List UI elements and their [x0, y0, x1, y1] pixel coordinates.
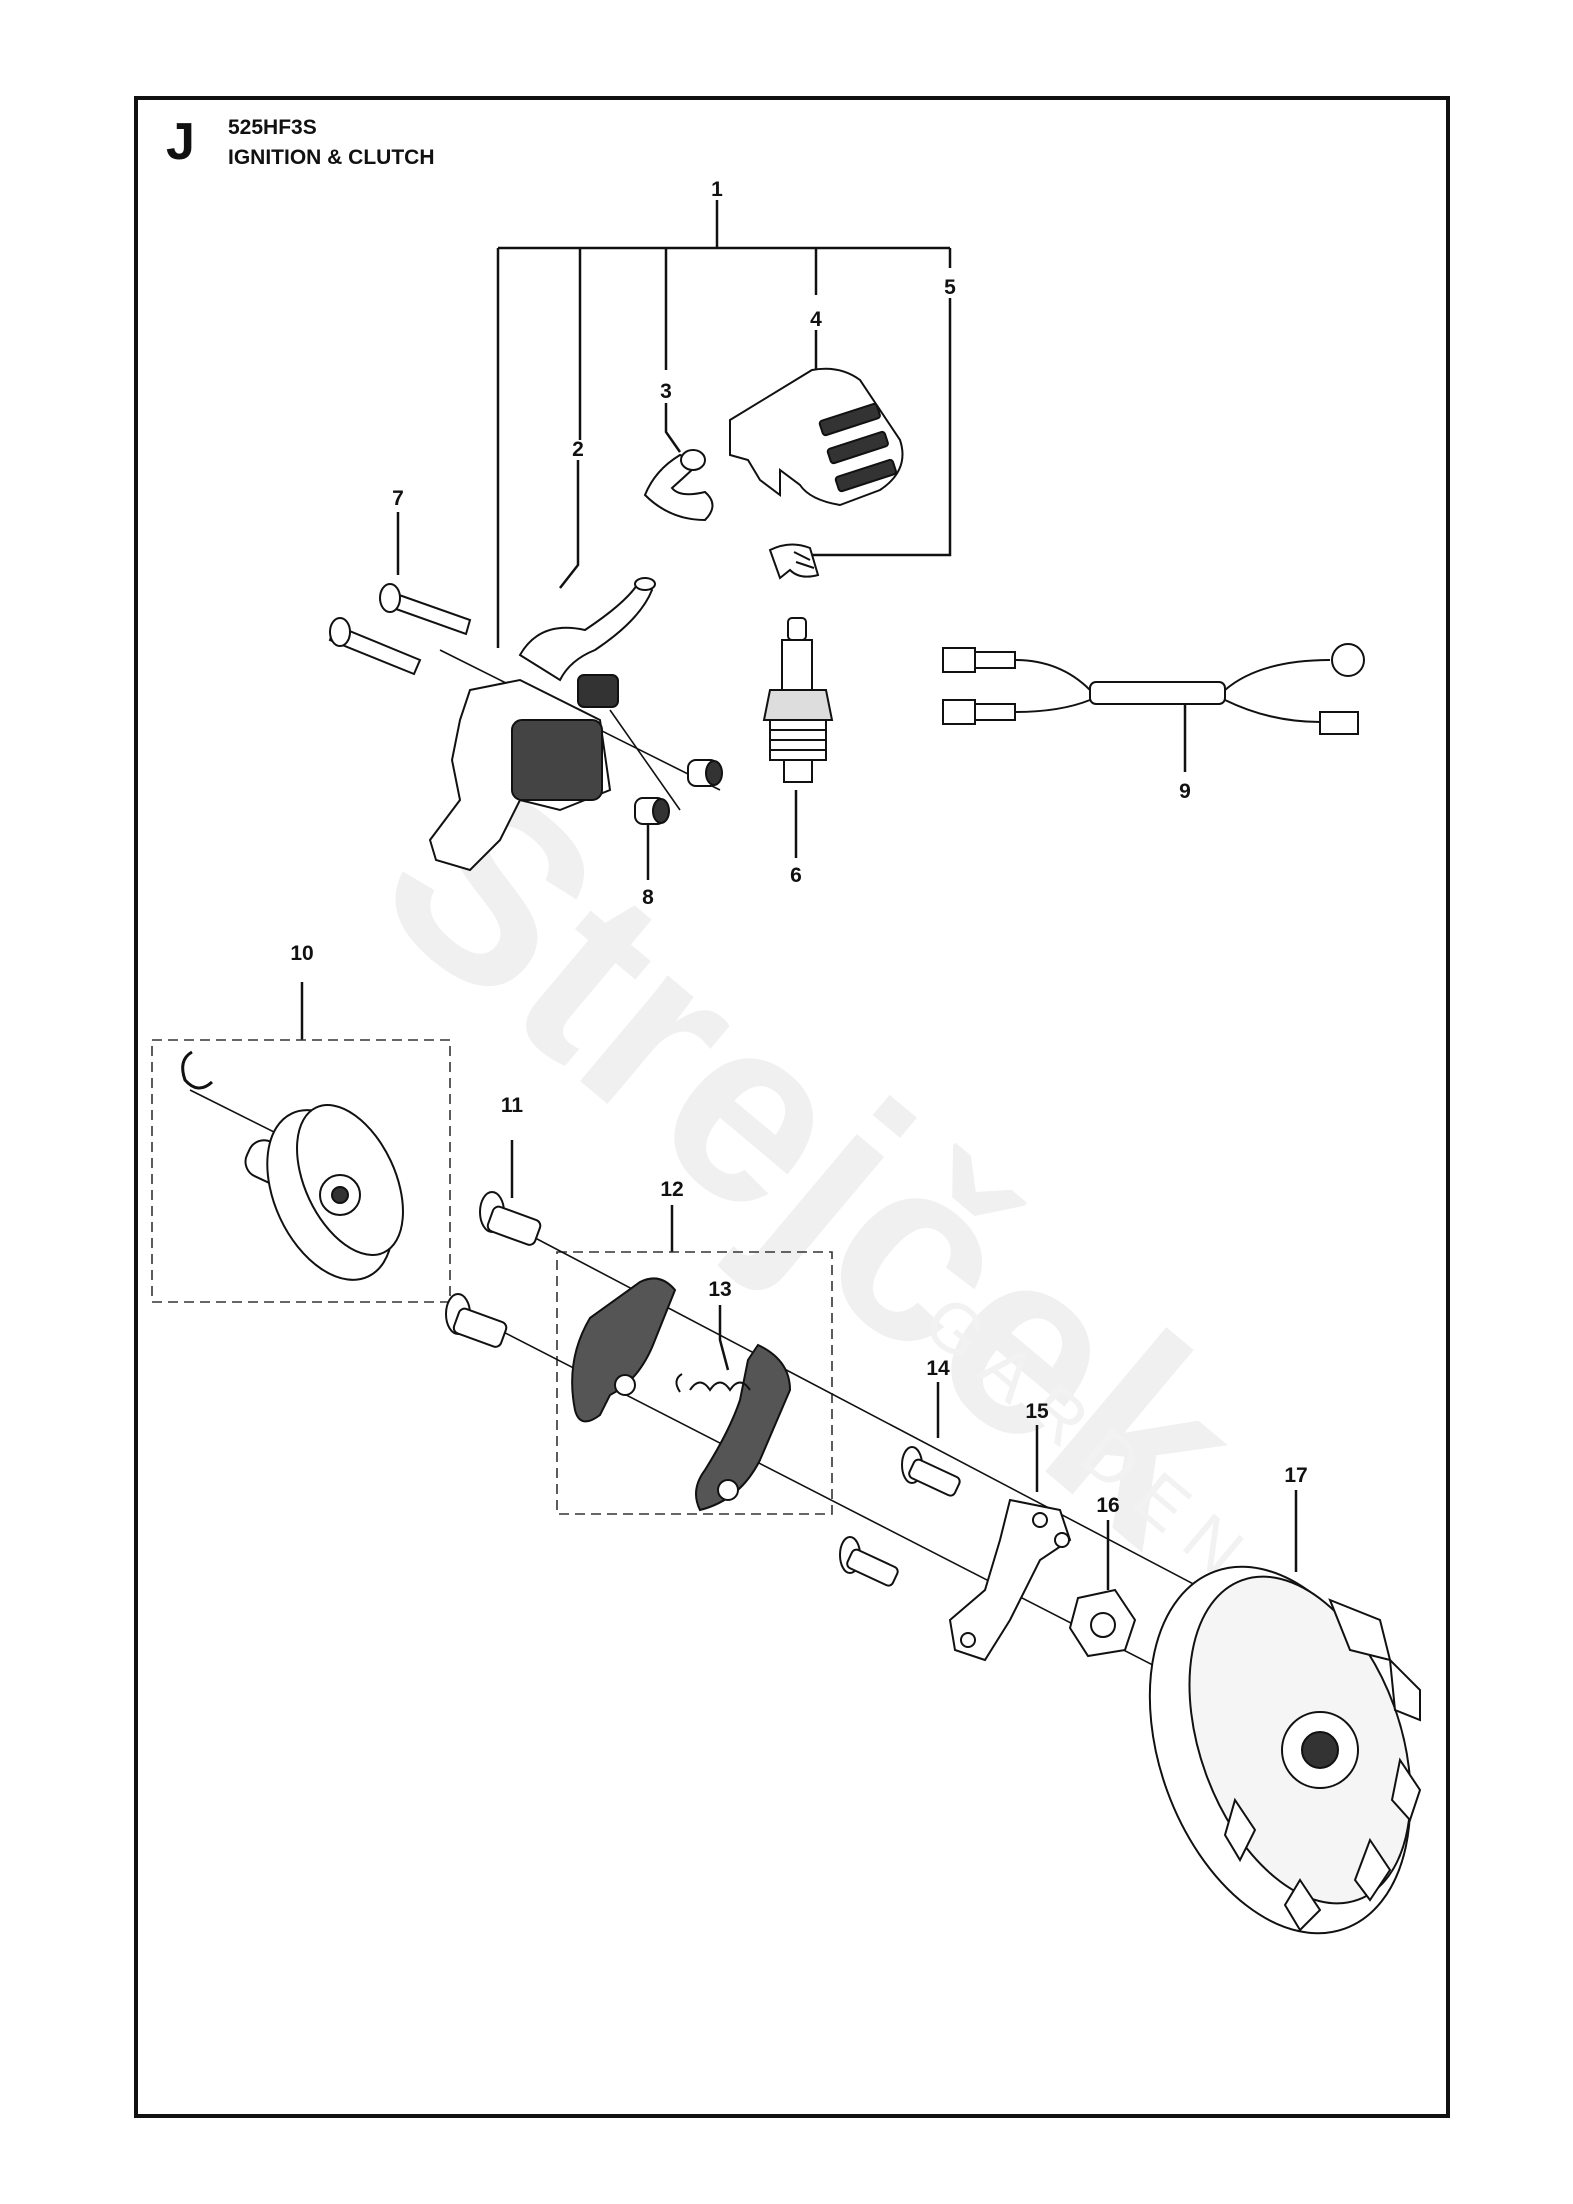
- callout-11: 11: [501, 1094, 524, 1117]
- nut-icon: [1068, 1588, 1137, 1658]
- group-box-10: [151, 1039, 451, 1303]
- callout-3: 3: [660, 380, 672, 403]
- callout-1: 1: [711, 178, 723, 201]
- page-frame: [134, 96, 1450, 2118]
- callout-7: 7: [392, 487, 404, 510]
- spacer-icon: [634, 759, 723, 825]
- callout-2: 2: [572, 438, 584, 461]
- washer-icon: [839, 1446, 961, 1587]
- spark-spring-icon: [768, 543, 820, 580]
- callout-10: 10: [290, 942, 313, 965]
- wiring-harness-icon: [942, 643, 1365, 735]
- group-box-12: [556, 1251, 833, 1515]
- screw-icon: [328, 583, 472, 676]
- ignition-lead-icon: [643, 449, 714, 522]
- callout-13: 13: [708, 1278, 731, 1301]
- clutch-plate-icon: [948, 1498, 1072, 1662]
- callout-15: 15: [1025, 1400, 1049, 1423]
- leader-2: [559, 460, 580, 589]
- callout-labels: 1 2 3 4 5 6 7 8 9 10 11 12 13 14 15 16 1…: [290, 178, 1307, 1517]
- section-title: IGNITION & CLUTCH: [228, 146, 435, 169]
- callout-6: 6: [790, 864, 802, 887]
- leader-13: [718, 1305, 730, 1371]
- spark-plug-boot-icon: [729, 367, 904, 507]
- section-letter: J: [166, 113, 195, 171]
- callout-14: 14: [926, 1357, 950, 1380]
- callout-4: 4: [810, 308, 822, 331]
- callout-5: 5: [944, 276, 956, 299]
- pin-icon: [445, 1191, 542, 1348]
- clutch-shoe-icon: [571, 1277, 792, 1512]
- model-number: 525HF3S: [228, 116, 317, 139]
- flywheel-icon: [1148, 1565, 1422, 1935]
- axis-ignition-2: [609, 709, 681, 811]
- callout-16: 16: [1096, 1494, 1119, 1517]
- spark-plug-icon: [762, 617, 834, 783]
- callout-17: 17: [1284, 1464, 1307, 1487]
- clutch-drum-icon: [181, 1050, 404, 1281]
- leader-5: [810, 298, 952, 557]
- callout-8: 8: [642, 886, 654, 909]
- clutch-spring-icon: [675, 1373, 751, 1393]
- leader-3: [664, 403, 682, 453]
- callout-9: 9: [1179, 780, 1191, 803]
- ignition-module-icon: [428, 577, 656, 872]
- callout-12: 12: [660, 1178, 683, 1201]
